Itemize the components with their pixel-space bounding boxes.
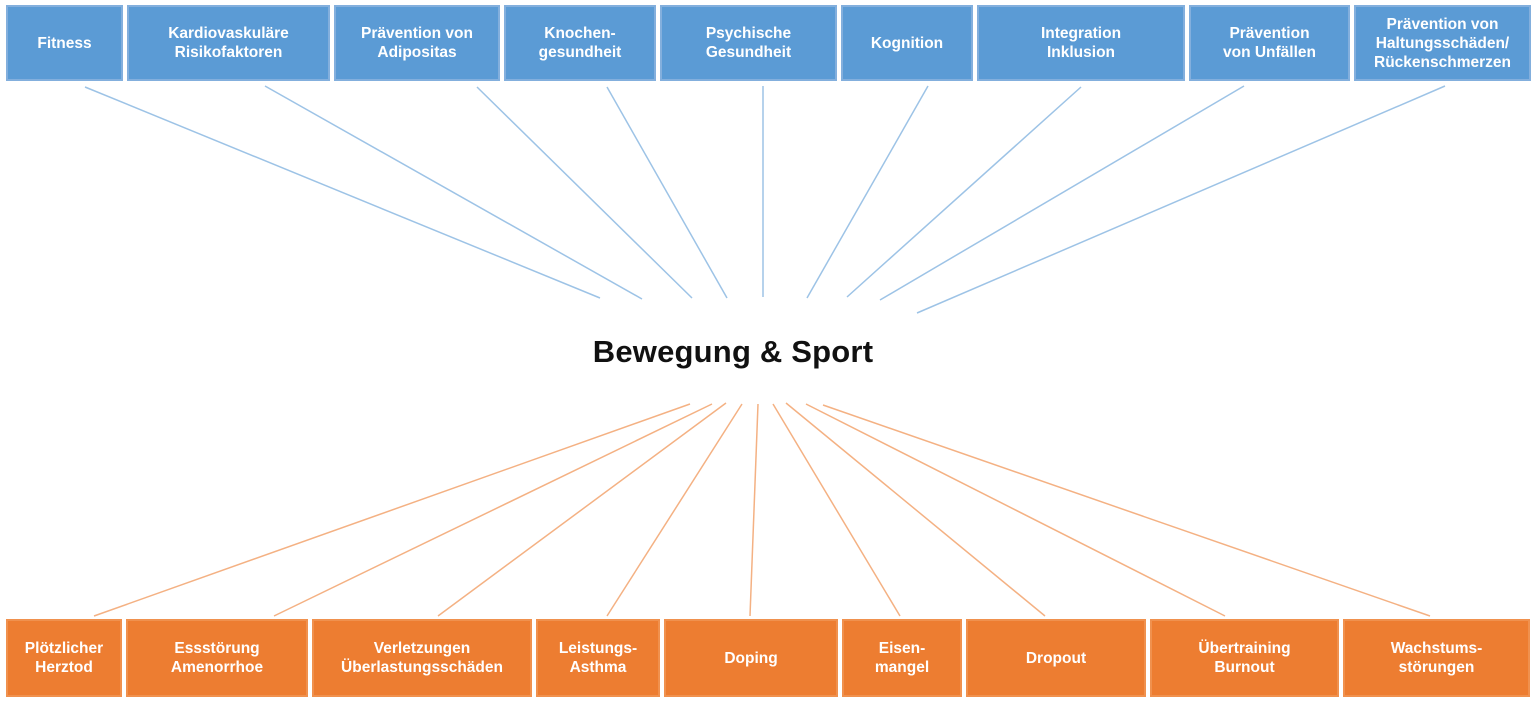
risk-box-8: Übertraining Burnout bbox=[1150, 619, 1339, 697]
risk-connector-2 bbox=[273, 403, 713, 617]
risk-box-label: Leistungs- Asthma bbox=[558, 640, 638, 676]
risk-connector-1 bbox=[93, 403, 691, 617]
risk-box-label: Doping bbox=[724, 649, 778, 667]
risk-connector-9 bbox=[822, 404, 1431, 617]
central-topic-label: Bewegung & Sport bbox=[592, 334, 874, 369]
benefit-box-label: Kognition bbox=[870, 34, 944, 52]
risk-connector-7 bbox=[785, 402, 1046, 617]
benefit-box-7: Integration Inklusion bbox=[977, 5, 1185, 81]
benefit-connector-4 bbox=[606, 86, 728, 299]
risk-box-label: Plötzlicher Herztod bbox=[24, 640, 104, 676]
risk-box-3: Verletzungen Überlastungsschäden bbox=[312, 619, 532, 697]
benefit-connector-6 bbox=[806, 85, 929, 299]
benefit-box-3: Prävention von Adipositas bbox=[334, 5, 500, 81]
benefit-box-label: Integration Inklusion bbox=[1040, 25, 1122, 61]
risk-box-label: Wachstums- störungen bbox=[1390, 640, 1483, 676]
benefit-box-label: Fitness bbox=[37, 34, 92, 52]
risk-box-4: Leistungs- Asthma bbox=[536, 619, 660, 697]
benefit-box-label: Prävention von Unfällen bbox=[1222, 25, 1316, 61]
benefit-connector-7 bbox=[846, 86, 1082, 298]
risk-box-6: Eisen- mangel bbox=[842, 619, 962, 697]
risk-box-5: Doping bbox=[664, 619, 838, 697]
risk-connector-6 bbox=[772, 403, 901, 617]
benefit-connector-1 bbox=[84, 86, 601, 299]
risk-connector-8 bbox=[805, 403, 1226, 617]
benefit-box-9: Prävention von Haltungsschäden/ Rückensc… bbox=[1354, 5, 1531, 81]
benefit-box-label: Kardiovaskuläre Risikofaktoren bbox=[168, 25, 289, 61]
risk-connector-5 bbox=[749, 403, 759, 617]
benefit-box-label: Knochen- gesundheit bbox=[538, 25, 622, 61]
benefit-box-2: Kardiovaskuläre Risikofaktoren bbox=[127, 5, 330, 81]
risk-box-label: Verletzungen Überlastungsschäden bbox=[341, 640, 503, 676]
risk-box-7: Dropout bbox=[966, 619, 1146, 697]
risk-connector-4 bbox=[606, 403, 743, 617]
risk-connector-3 bbox=[437, 402, 727, 617]
benefit-connector-9 bbox=[916, 85, 1446, 314]
benefit-box-6: Kognition bbox=[841, 5, 973, 81]
benefit-box-label: Psychische Gesundheit bbox=[705, 25, 792, 61]
benefit-box-1: Fitness bbox=[6, 5, 123, 81]
risk-box-1: Plötzlicher Herztod bbox=[6, 619, 122, 697]
benefit-box-5: Psychische Gesundheit bbox=[660, 5, 837, 81]
benefit-box-label: Prävention von Adipositas bbox=[361, 25, 473, 61]
benefit-box-label: Prävention von Haltungsschäden/ Rückensc… bbox=[1374, 15, 1511, 71]
benefit-box-8: Prävention von Unfällen bbox=[1189, 5, 1350, 81]
risk-box-9: Wachstums- störungen bbox=[1343, 619, 1530, 697]
benefit-box-4: Knochen- gesundheit bbox=[504, 5, 656, 81]
risk-box-label: Eisen- mangel bbox=[874, 640, 930, 676]
benefit-connector-8 bbox=[879, 85, 1245, 301]
risk-box-label: Essstörung Amenorrhoe bbox=[170, 640, 264, 676]
benefit-connector-2 bbox=[264, 85, 643, 300]
risk-box-label: Dropout bbox=[1025, 649, 1087, 667]
risk-box-label: Übertraining Burnout bbox=[1198, 640, 1291, 676]
risk-box-2: Essstörung Amenorrhoe bbox=[126, 619, 308, 697]
benefit-connector-3 bbox=[476, 86, 693, 299]
